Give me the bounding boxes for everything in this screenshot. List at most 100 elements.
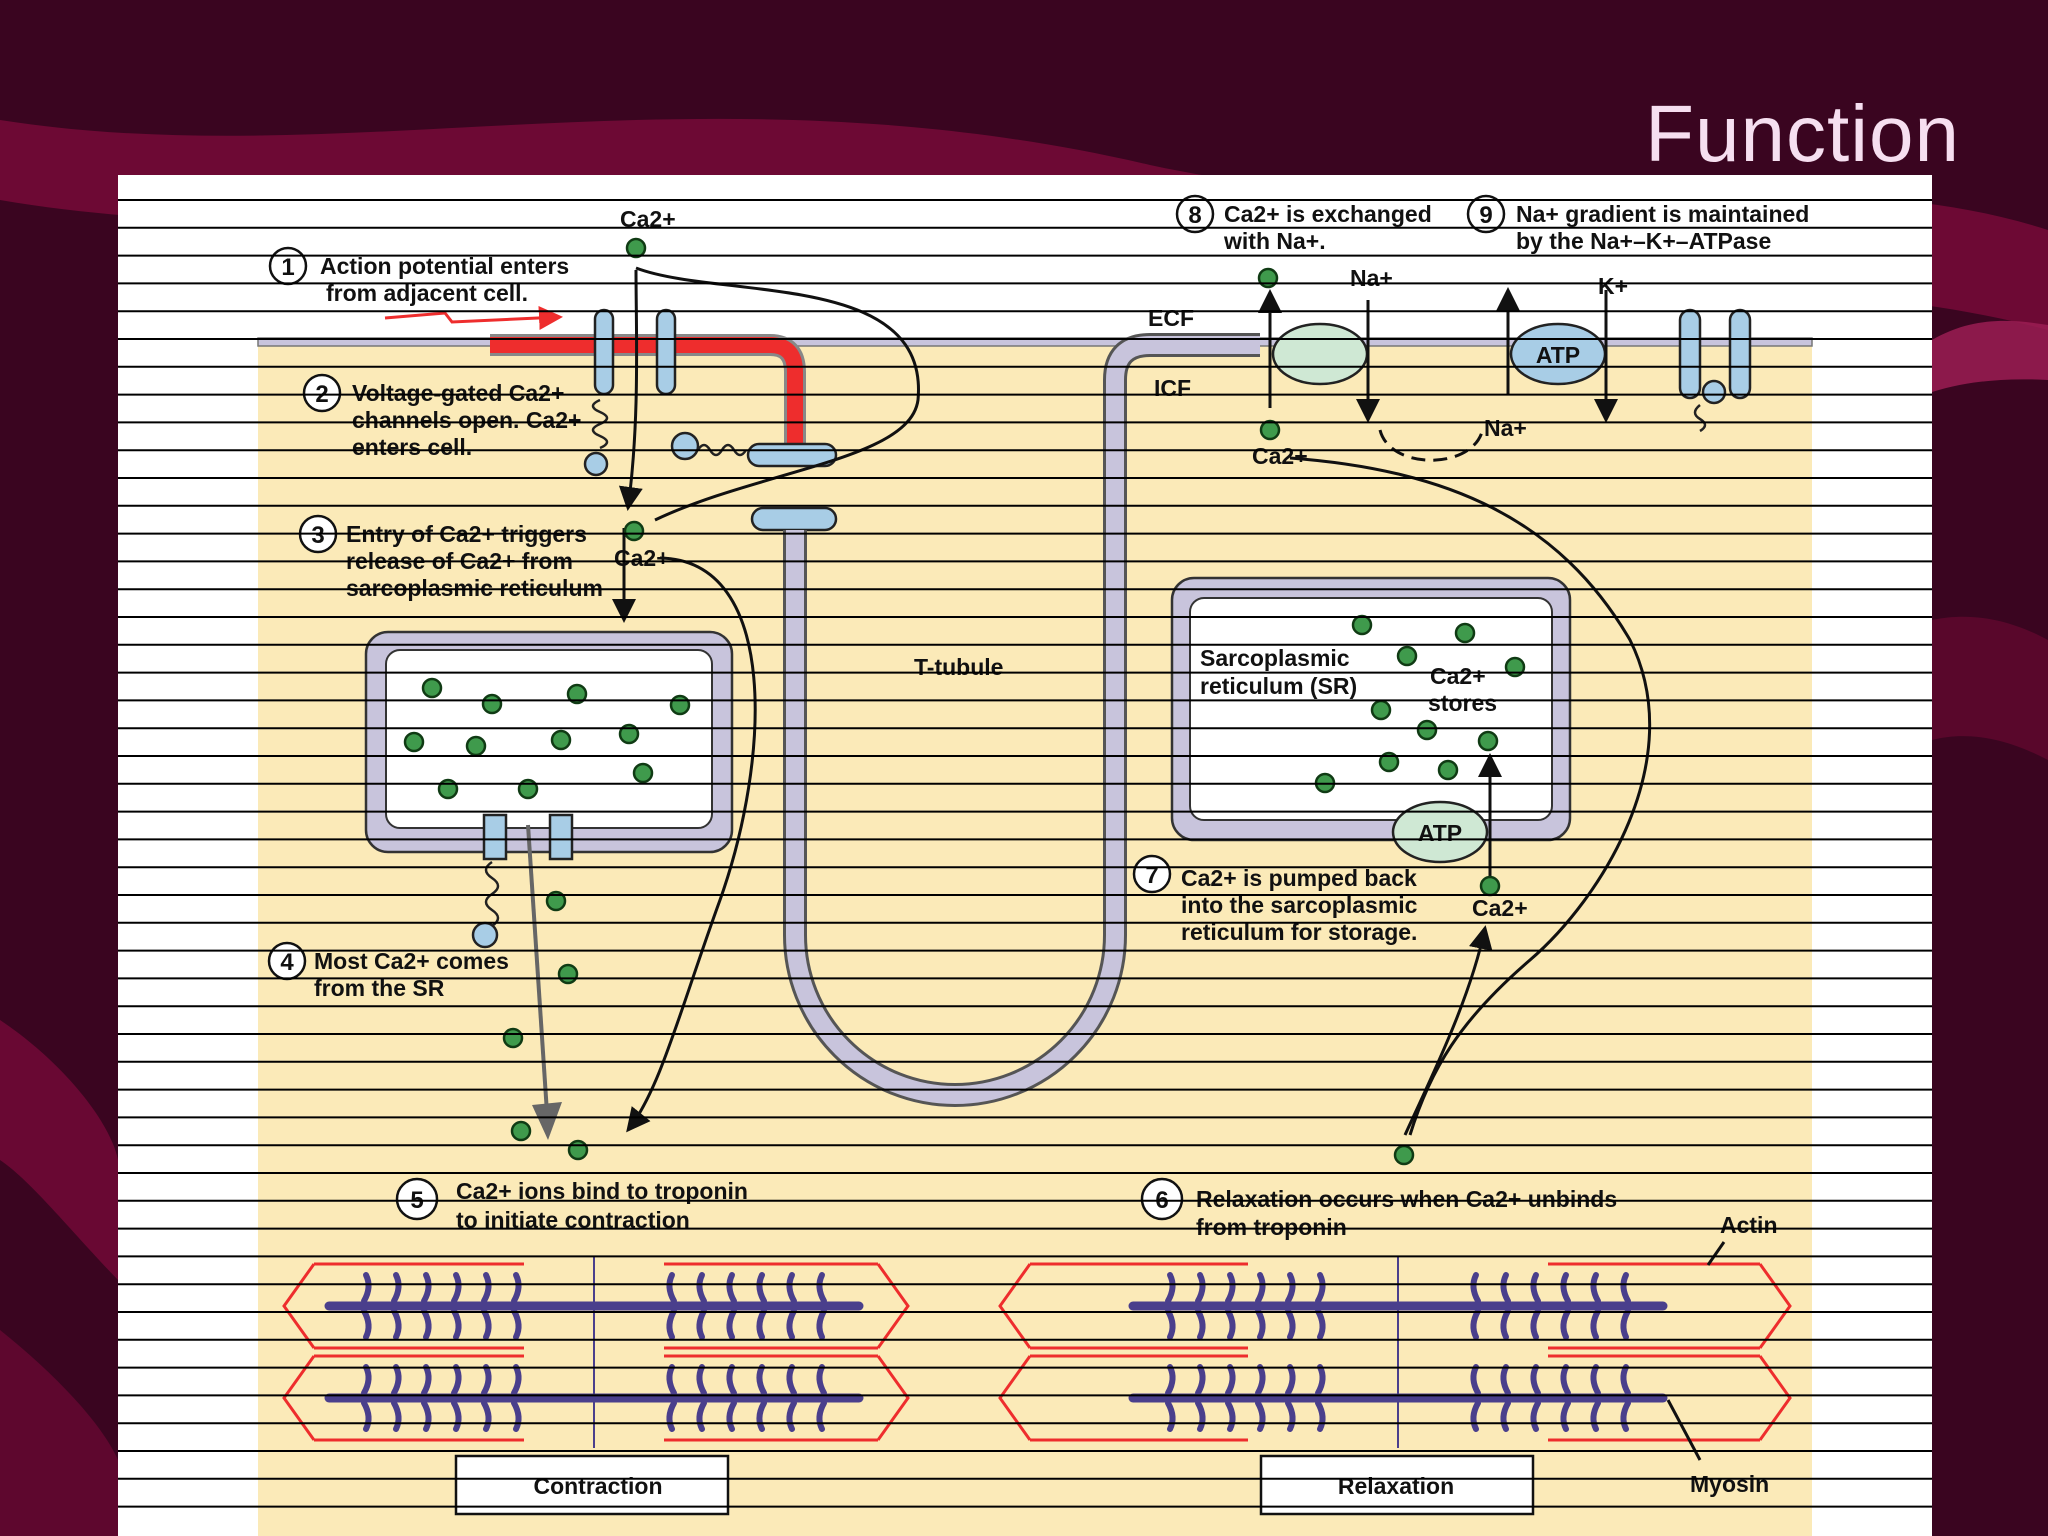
z-disc bbox=[1758, 1355, 1792, 1441]
myosin-head bbox=[1195, 1400, 1206, 1432]
myosin-head bbox=[756, 1400, 767, 1432]
contraction-label: Contraction bbox=[533, 1473, 662, 1499]
structure-labels: Ca2+ Ca2+ Ca2+ Ca2+ ECF ICF T-tubule Sar… bbox=[614, 206, 1778, 1497]
atp-label-nak: ATP bbox=[1536, 342, 1580, 368]
ca-release-arrow bbox=[526, 824, 550, 1129]
myosin-head bbox=[391, 1400, 402, 1432]
z-disc bbox=[876, 1355, 910, 1441]
myosin-head bbox=[1225, 1272, 1236, 1304]
ca-ion bbox=[566, 683, 588, 705]
sr-release-channel-b bbox=[548, 813, 574, 861]
myosin-head bbox=[666, 1400, 677, 1432]
step-4-number: 4 bbox=[280, 949, 294, 976]
myosin-head bbox=[1560, 1308, 1571, 1340]
myosin-head bbox=[1225, 1400, 1236, 1432]
myosin-head bbox=[786, 1272, 797, 1304]
ca-return-arrow bbox=[1403, 925, 1493, 1136]
myosin-head bbox=[1255, 1272, 1266, 1304]
z-disc bbox=[282, 1263, 316, 1349]
myosin-head bbox=[511, 1364, 522, 1396]
myosin-head bbox=[756, 1272, 767, 1304]
myosin-head bbox=[1195, 1364, 1206, 1396]
ca-to-troponin-arrow bbox=[626, 556, 757, 1133]
ca-label-sr-release: Ca2+ bbox=[614, 545, 670, 571]
ca-ion bbox=[1396, 645, 1418, 667]
myosin-head bbox=[1195, 1308, 1206, 1340]
myosin-head bbox=[1315, 1400, 1326, 1432]
depolarized-membrane bbox=[490, 337, 803, 448]
myosin-head bbox=[361, 1272, 372, 1304]
relaxation-box bbox=[1259, 1454, 1535, 1516]
na-recycle-arrow bbox=[1378, 429, 1484, 462]
contraction-box bbox=[454, 1454, 730, 1516]
myosin-head bbox=[421, 1400, 432, 1432]
relaxation-label: Relaxation bbox=[1338, 1473, 1454, 1499]
step-2-line-1: Voltage-gated Ca2+ bbox=[352, 380, 564, 406]
ryanodine-receptor bbox=[750, 506, 838, 532]
slide-title: Function bbox=[1645, 89, 1960, 178]
ca-ion bbox=[1479, 875, 1501, 897]
na-ca-exchanger bbox=[1271, 322, 1369, 386]
myosin-head bbox=[391, 1364, 402, 1396]
myosin-head bbox=[1590, 1308, 1601, 1340]
myosin-head bbox=[786, 1364, 797, 1396]
ca-ion bbox=[1437, 759, 1459, 781]
myosin-head bbox=[1470, 1400, 1481, 1432]
k-label: K+ bbox=[1598, 273, 1628, 299]
z-disc bbox=[876, 1263, 910, 1349]
ca-exchanger-pathway bbox=[1289, 456, 1652, 1136]
channel-sensor-head bbox=[583, 451, 609, 477]
myosin-head bbox=[1315, 1364, 1326, 1396]
sarcomere-relaxation bbox=[998, 1256, 1792, 1448]
myosin-head bbox=[1530, 1308, 1541, 1340]
channel-sensor-spring bbox=[591, 398, 609, 450]
myosin-head bbox=[696, 1364, 707, 1396]
ca-ion bbox=[557, 963, 579, 985]
step-8-marker bbox=[1175, 194, 1215, 234]
ca-ion bbox=[625, 237, 647, 259]
step-4-line-1: Most Ca2+ comes bbox=[314, 948, 509, 974]
myosin-head bbox=[1255, 1364, 1266, 1396]
step-3-line-3: sarcoplasmic reticulum bbox=[346, 575, 603, 601]
step-2-marker bbox=[302, 373, 342, 413]
sr-release-channel-a bbox=[482, 813, 508, 861]
step-6-line-2: from troponin bbox=[1196, 1214, 1347, 1240]
myosin-head bbox=[421, 1364, 432, 1396]
ca-ion bbox=[465, 735, 487, 757]
ca-ion bbox=[1259, 419, 1281, 441]
myosin-head bbox=[1225, 1308, 1236, 1340]
calcium-ions bbox=[403, 237, 1526, 1166]
myosin-head bbox=[1165, 1308, 1176, 1340]
membrane-channel-a bbox=[1678, 308, 1702, 400]
myosin-head bbox=[481, 1364, 492, 1396]
membrane-channel-gate bbox=[1701, 379, 1727, 405]
myosin-head bbox=[451, 1400, 462, 1432]
ca-channel-right bbox=[655, 308, 677, 396]
step-5-marker bbox=[395, 1177, 439, 1221]
step-7-line-1: Ca2+ is pumped back bbox=[1181, 865, 1417, 891]
myosin-head bbox=[666, 1272, 677, 1304]
myosin-head bbox=[511, 1400, 522, 1432]
step-9-marker bbox=[1466, 194, 1506, 234]
myosin-head bbox=[1500, 1364, 1511, 1396]
step-2-line-3: enters cell. bbox=[352, 434, 472, 460]
step-7-line-2: into the sarcoplasmic bbox=[1181, 892, 1418, 918]
ca-ion bbox=[403, 731, 425, 753]
ca-ion bbox=[481, 693, 503, 715]
step-7-number: 7 bbox=[1145, 862, 1158, 889]
ca-ion bbox=[502, 1027, 524, 1049]
myosin-head bbox=[1165, 1400, 1176, 1432]
sarcomere-contraction bbox=[282, 1256, 910, 1448]
myosin-head bbox=[816, 1272, 827, 1304]
step-9-line-1: Na+ gradient is maintained bbox=[1516, 201, 1809, 227]
sr-label-line-2: reticulum (SR) bbox=[1200, 673, 1357, 699]
ca-ion bbox=[550, 729, 572, 751]
step-1-number: 1 bbox=[281, 254, 294, 281]
ca-ion bbox=[623, 520, 645, 542]
myosin-head bbox=[1500, 1272, 1511, 1304]
myosin-head bbox=[391, 1272, 402, 1304]
myosin-head bbox=[726, 1400, 737, 1432]
myosin-head bbox=[1165, 1364, 1176, 1396]
stores-label-line-2: stores bbox=[1428, 690, 1497, 716]
membrane-channel-tail bbox=[1693, 404, 1707, 433]
